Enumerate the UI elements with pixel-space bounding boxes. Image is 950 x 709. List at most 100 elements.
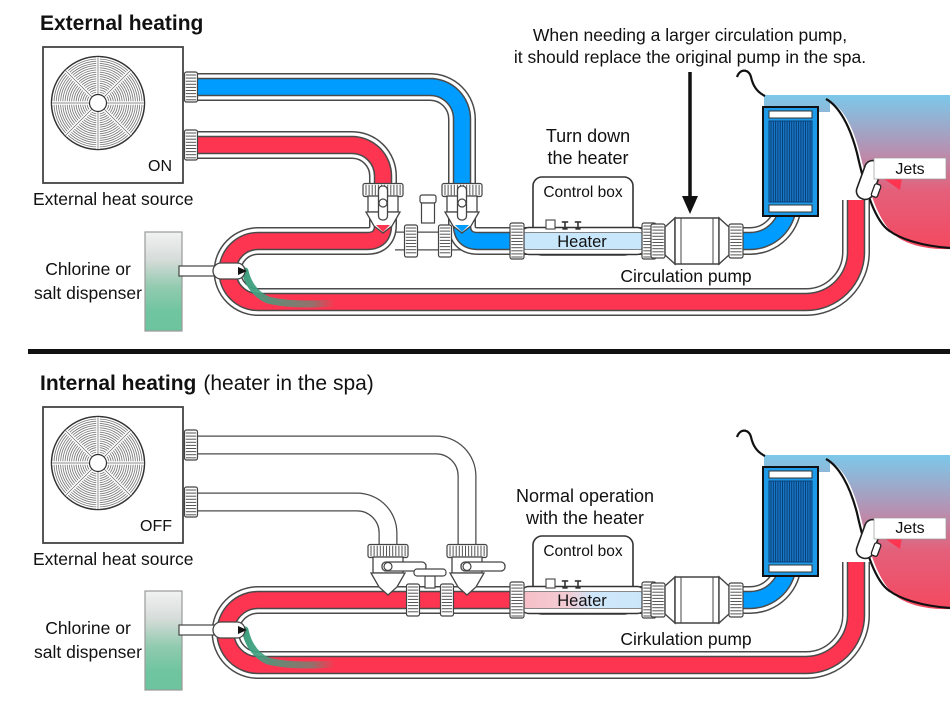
spa-rim-hook bbox=[735, 69, 766, 97]
idle-pipe bbox=[190, 436, 476, 552]
pump-flange bbox=[664, 575, 676, 625]
fan-blade-divider bbox=[104, 469, 131, 496]
pump-flange bbox=[718, 216, 730, 266]
valve-pivot bbox=[383, 561, 393, 572]
external-heating-title: External heating bbox=[40, 12, 203, 35]
cirkulation-pump-label: Cirkulation pump bbox=[620, 629, 751, 649]
shutoff-handle bbox=[413, 568, 447, 577]
internal-heating-title: Internal heating (heater in the spa) bbox=[40, 372, 374, 395]
valve-flow bbox=[376, 225, 390, 232]
fan-blade-divider bbox=[65, 430, 92, 457]
section-divider bbox=[28, 349, 950, 354]
control-box-label-bottom: Control box bbox=[543, 543, 623, 560]
hot-pipe bbox=[217, 562, 864, 673]
filter-cartridge bbox=[768, 480, 813, 563]
fan-blade-divider bbox=[65, 70, 92, 97]
dispenser-label-top-line2: salt dispenser bbox=[34, 283, 142, 303]
pump-flange bbox=[718, 575, 730, 625]
valve-lever-closed bbox=[460, 561, 506, 572]
jet-nozzle-tab bbox=[870, 183, 882, 198]
filter-cartridge bbox=[768, 120, 813, 203]
jets-label-bg-top bbox=[873, 157, 947, 180]
jets-label-top: Jets bbox=[895, 161, 924, 178]
injector-tube bbox=[178, 624, 216, 636]
injector-tip bbox=[238, 267, 247, 275]
spa-rim-hook bbox=[735, 429, 766, 457]
valve-flow bbox=[455, 225, 469, 232]
shutoff-stem bbox=[420, 202, 436, 224]
sensor-box-icon bbox=[545, 578, 556, 589]
valve-lever-closed bbox=[381, 561, 427, 572]
annotation-arrowhead bbox=[682, 196, 698, 214]
annotation-line1: When needing a larger circulation pump, bbox=[533, 25, 847, 45]
external-heating-art bbox=[42, 46, 950, 332]
fan-hub bbox=[88, 453, 108, 473]
valve-funnel bbox=[448, 572, 486, 596]
threaded-union bbox=[405, 583, 421, 617]
turn-down-note-line1: Turn down bbox=[546, 126, 630, 146]
filter-cap bbox=[768, 204, 813, 213]
jets-label-bottom: Jets bbox=[895, 520, 924, 537]
fan-hub bbox=[88, 93, 108, 113]
fan-blade-divider bbox=[104, 430, 131, 457]
internal-heating-title-rest: (heater in the spa) bbox=[203, 372, 373, 395]
internal-heating-title-bold: Internal heating bbox=[40, 372, 196, 395]
idle-pipe bbox=[190, 493, 397, 552]
cold-pipe bbox=[190, 79, 796, 249]
pump-union bbox=[650, 223, 666, 259]
fan-blade-divider bbox=[104, 70, 131, 97]
fan-blade-divider bbox=[65, 469, 92, 496]
spa-water bbox=[764, 455, 950, 610]
hot-pipe bbox=[190, 137, 864, 310]
valve-funnel bbox=[443, 211, 481, 234]
threaded-union bbox=[403, 224, 419, 258]
heat-source-status-bottom: OFF bbox=[140, 518, 172, 535]
filter-cap bbox=[768, 110, 813, 119]
spa-water bbox=[764, 95, 950, 250]
injector-tip bbox=[238, 626, 247, 634]
sensor-box-icon bbox=[545, 219, 556, 230]
shutoff-stem bbox=[424, 575, 436, 589]
valve-pivot bbox=[378, 198, 388, 208]
injector-tube bbox=[178, 265, 216, 277]
turn-down-note-line2: the heater bbox=[547, 148, 628, 168]
dispenser-label-bottom-line1: Chlorine or bbox=[45, 618, 131, 638]
internal-heating-art bbox=[42, 406, 950, 691]
pump-union bbox=[650, 582, 666, 618]
heater-label-bottom: Heater bbox=[557, 592, 607, 610]
threaded-union bbox=[439, 583, 455, 617]
chemical-trail bbox=[241, 626, 339, 669]
dispenser-tank bbox=[144, 231, 183, 332]
valve-funnel bbox=[369, 572, 407, 596]
annotation-line2: it should replace the original pump in t… bbox=[514, 47, 866, 67]
pump-flange bbox=[664, 216, 676, 266]
pump-union bbox=[728, 223, 744, 259]
heat-source-status-top: ON bbox=[148, 158, 172, 175]
shutoff-cap bbox=[419, 194, 437, 204]
pump-union bbox=[728, 582, 744, 618]
fan-blade-divider bbox=[104, 109, 131, 136]
valve-pivot bbox=[457, 198, 467, 208]
dispenser-label-bottom-line2: salt dispenser bbox=[34, 642, 142, 662]
circulation-pump-label: Circulation pump bbox=[620, 266, 751, 286]
filter-cap bbox=[768, 564, 813, 573]
fan-blade-divider bbox=[65, 109, 92, 136]
normal-operation-note-line1: Normal operation bbox=[516, 486, 654, 506]
pump-body bbox=[674, 576, 720, 624]
dispenser-tank bbox=[144, 590, 183, 691]
heater-label-top: Heater bbox=[557, 233, 607, 251]
dispenser-label-top-line1: Chlorine or bbox=[45, 259, 131, 279]
heat-source-caption-bottom: External heat source bbox=[33, 549, 194, 569]
valve-funnel bbox=[364, 211, 402, 234]
normal-operation-note-line2: with the heater bbox=[525, 508, 644, 528]
jets-label-bg-bottom bbox=[873, 517, 947, 540]
heat-source-caption-top: External heat source bbox=[33, 189, 194, 209]
filter-cap bbox=[768, 470, 813, 479]
pump-body bbox=[674, 217, 720, 265]
control-box-label-top: Control box bbox=[543, 184, 623, 201]
valve-pivot bbox=[462, 561, 472, 572]
jet-nozzle-tab bbox=[870, 542, 882, 557]
threaded-union bbox=[437, 224, 453, 258]
